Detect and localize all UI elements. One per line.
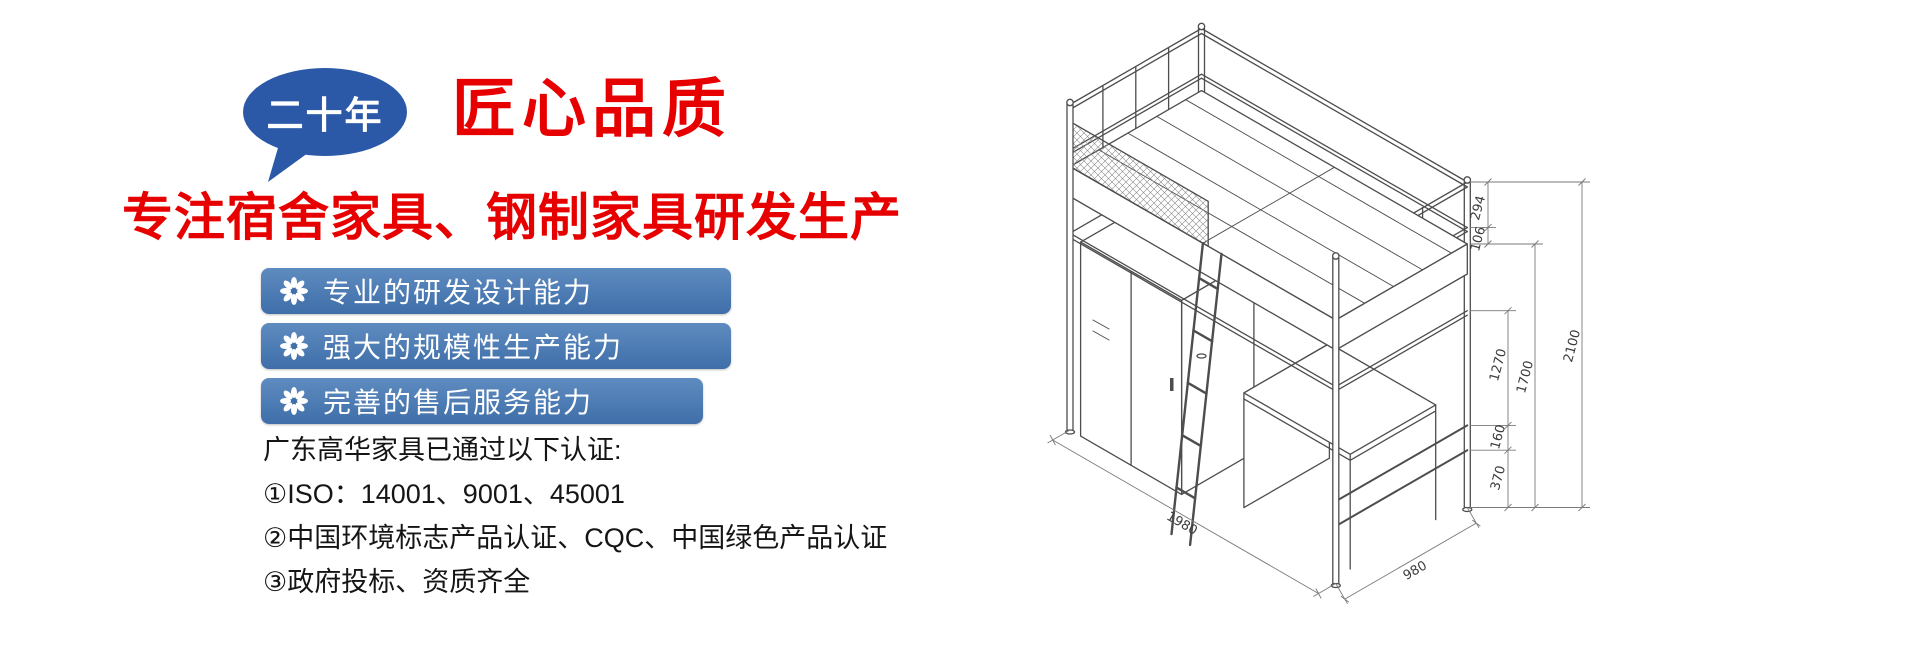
dim-label-1700: 1700 bbox=[1514, 359, 1537, 395]
dim-label-2100: 2100 bbox=[1561, 328, 1584, 364]
badge-text: 二十年 bbox=[266, 95, 384, 136]
cert-item-1: ①ISO：14001、9001、45001 bbox=[263, 479, 625, 509]
ladder-rungs bbox=[1175, 276, 1219, 500]
loft-bed-drawing: 294 106 1270 160 370 1700 2100 1980 980 bbox=[1047, 22, 1590, 605]
front-lower-beam bbox=[1069, 232, 1337, 392]
subtitle: 专注宿舍家具、钢制家具研发生产 bbox=[122, 189, 903, 246]
extension-lines bbox=[1470, 181, 1590, 508]
feature-label: 强大的规模性生产能力 bbox=[323, 332, 624, 363]
dim-label-160: 160 bbox=[1488, 423, 1509, 451]
dim-label-294: 294 bbox=[1468, 194, 1489, 222]
feature-bar-2: 强大的规模性生产能力 bbox=[261, 323, 731, 369]
dim-label-106: 106 bbox=[1468, 225, 1489, 253]
ladder bbox=[1170, 242, 1223, 547]
foot-lower-rails bbox=[1334, 424, 1469, 528]
post-caps bbox=[1064, 22, 1473, 589]
dimension-annotations bbox=[1047, 178, 1590, 605]
feature-label: 完善的售后服务能力 bbox=[323, 387, 594, 418]
ladder-rails bbox=[1170, 242, 1223, 547]
bed-slats bbox=[1098, 99, 1452, 304]
wardrobe-vent bbox=[1092, 319, 1110, 341]
dim-label-370: 370 bbox=[1488, 464, 1509, 492]
flower-icon bbox=[280, 277, 308, 305]
dim-label-1270: 1270 bbox=[1487, 347, 1510, 383]
flower-icon bbox=[280, 387, 308, 415]
cert-item-3: ③政府投标、资质齐全 bbox=[263, 567, 531, 597]
desk bbox=[1243, 342, 1437, 570]
depth-dimension-line bbox=[1335, 507, 1481, 605]
head-balusters bbox=[1102, 46, 1170, 149]
main-title: 匠心品质 bbox=[452, 73, 732, 145]
cert-item-2: ②中国环境标志产品认证、CQC、中国绿色产品认证 bbox=[263, 523, 888, 553]
bed-platform bbox=[1069, 89, 1468, 351]
bed-frame bbox=[1064, 22, 1473, 589]
dimension-ticks bbox=[1484, 178, 1586, 512]
wardrobe bbox=[1079, 199, 1255, 496]
badge-bubble: 二十年 bbox=[243, 68, 407, 156]
feature-bar-3: 完善的售后服务能力 bbox=[261, 378, 703, 424]
wardrobe-handle bbox=[1170, 378, 1174, 391]
back-mid-rail bbox=[1200, 73, 1468, 233]
back-top-rail bbox=[1200, 27, 1468, 188]
dim-label-980: 980 bbox=[1401, 558, 1430, 583]
dimension-lines bbox=[1487, 182, 1583, 508]
bed-post bbox=[1332, 257, 1340, 585]
right-lower-beam bbox=[1335, 310, 1468, 392]
certifications-block: 广东高华家具已通过以下认证: ①ISO：14001、9001、45001 ②中国… bbox=[263, 428, 887, 604]
feature-bar-1: 专业的研发设计能力 bbox=[261, 268, 731, 314]
cert-heading: 广东高华家具已通过以下认证: bbox=[263, 435, 622, 465]
feature-label: 专业的研发设计能力 bbox=[323, 277, 594, 308]
length-dimension-line bbox=[1047, 429, 1337, 599]
bed-post bbox=[1066, 103, 1074, 432]
flower-icon bbox=[280, 332, 308, 360]
